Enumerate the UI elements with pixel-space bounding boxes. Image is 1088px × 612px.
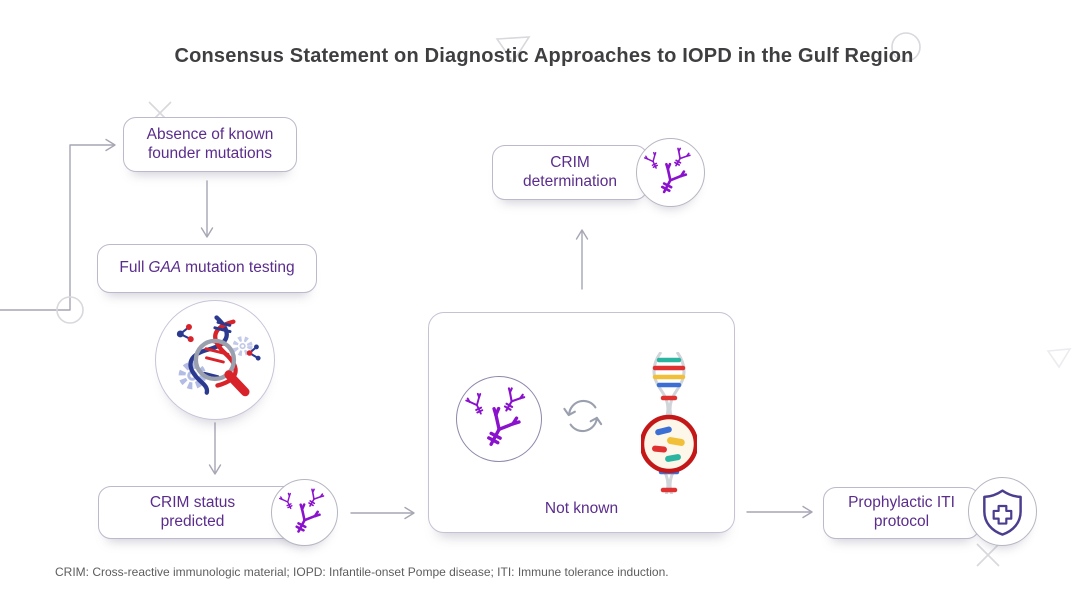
node-crim-determination: CRIM determination xyxy=(492,145,648,200)
red-magnifier-ring xyxy=(641,414,697,474)
shield-badge xyxy=(968,477,1037,546)
triangle-decoration-right xyxy=(1046,348,1072,369)
entry-connector-arrow xyxy=(0,144,115,311)
node-absence-founder-mutations: Absence of known founder mutations xyxy=(123,117,297,172)
circle-decoration-topright xyxy=(891,32,921,62)
node-prophylactic-iti-protocol: Prophylactic ITI protocol xyxy=(823,487,980,539)
gene-name: GAA xyxy=(148,259,182,277)
abbreviations-footnote: CRIM: Cross-reactive immunologic materia… xyxy=(55,565,669,579)
antibody-circle xyxy=(456,376,542,462)
dna-magnified-icon xyxy=(641,352,697,494)
node-label: Absence of known founder mutations xyxy=(146,125,274,162)
dna-magnifier-gears-icon xyxy=(176,315,261,397)
node-label: Prophylactic ITI protocol xyxy=(848,494,955,530)
node-label: CRIM determination xyxy=(523,153,617,190)
shield-cross-icon xyxy=(983,489,1022,536)
genetic-testing-illustration xyxy=(155,300,275,420)
magnified-bases xyxy=(652,426,685,462)
corner-circle-decoration xyxy=(56,296,84,324)
antibody-badge xyxy=(636,138,705,207)
node-label-not-known: Not known xyxy=(544,500,619,517)
cycle-arrows-icon xyxy=(563,399,603,433)
page-title: Consensus Statement on Diagnostic Approa… xyxy=(174,45,914,67)
magnifier-icon xyxy=(193,338,250,397)
antibody-cluster-icon xyxy=(643,145,698,200)
triangle-decoration-top xyxy=(495,36,531,64)
antibody-cluster-icon xyxy=(278,486,331,539)
molecule-icon xyxy=(176,324,261,361)
antibody-cluster-icon xyxy=(464,384,535,455)
node-crim-not-known-panel: Not known xyxy=(428,312,735,533)
node-label: CRIM status predicted xyxy=(149,493,236,530)
antibody-badge xyxy=(271,479,338,546)
x-mark-decoration-bottom xyxy=(976,543,1000,567)
